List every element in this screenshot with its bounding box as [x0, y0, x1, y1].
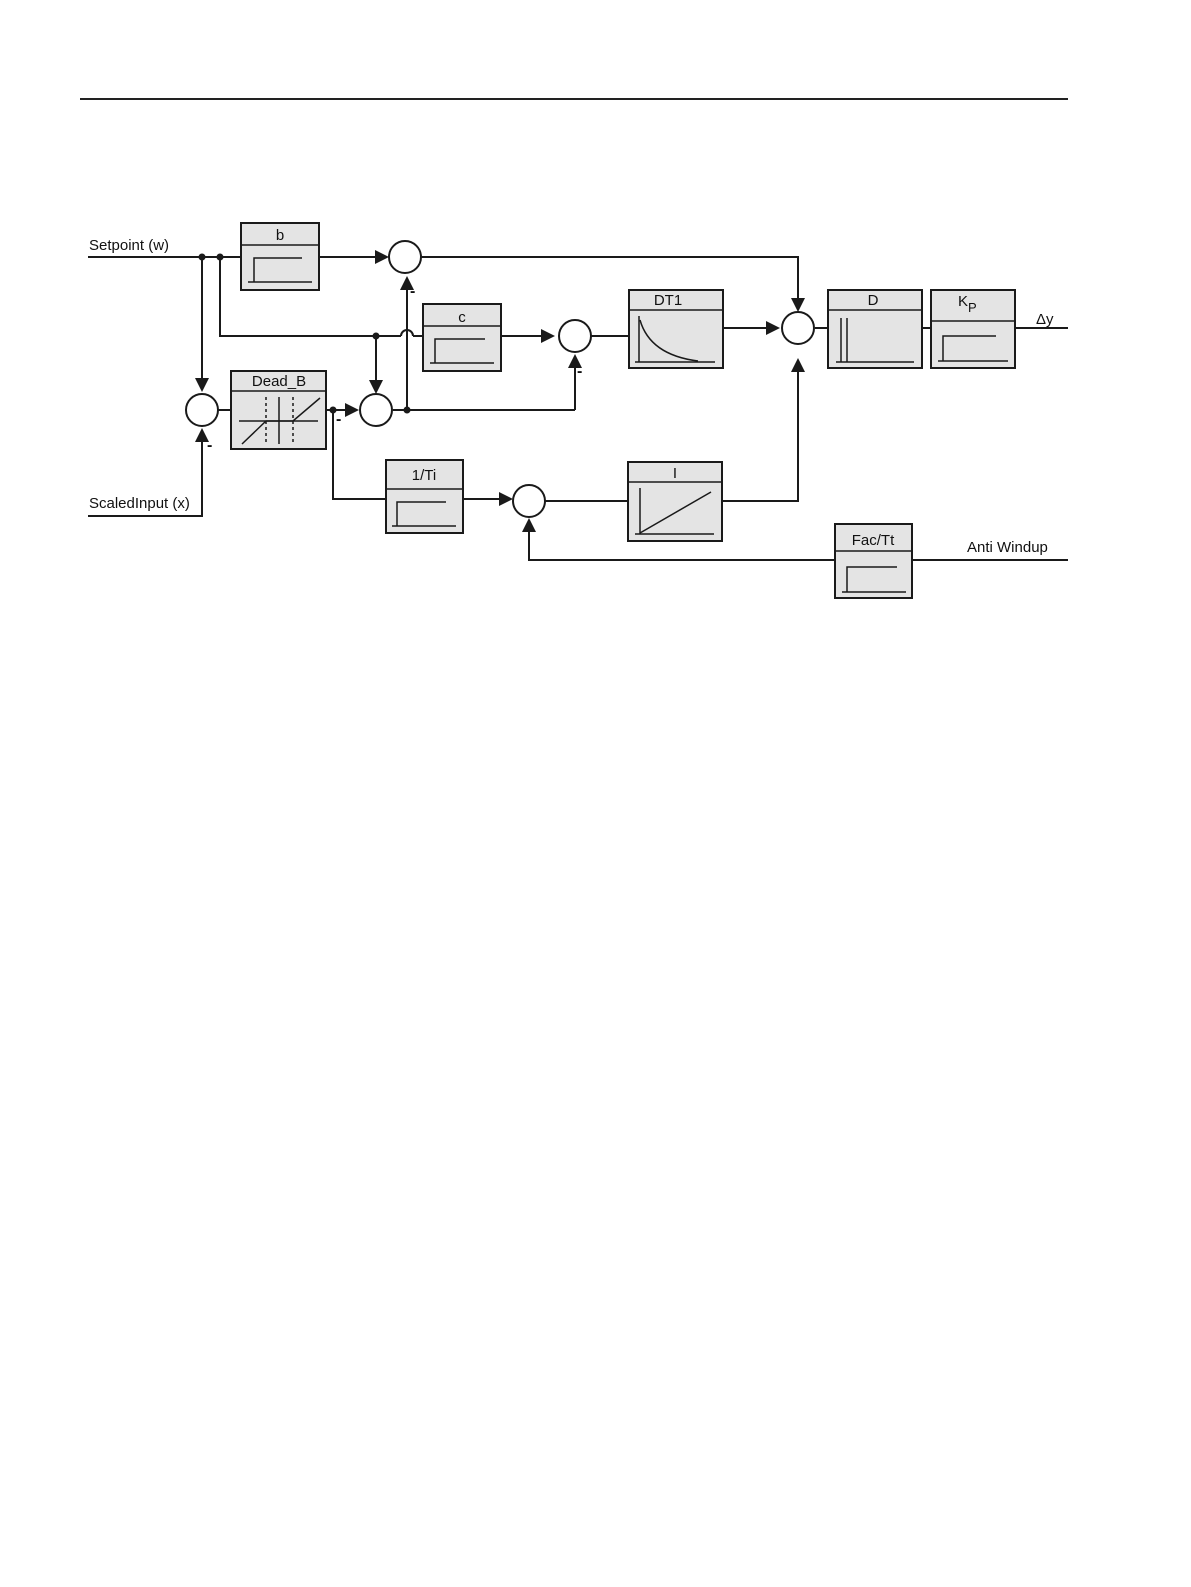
i-to-sum-line [722, 370, 798, 501]
sum-junction-main [782, 312, 814, 344]
arrow [791, 298, 805, 312]
minus-sign: - [207, 437, 212, 454]
minus-sign: - [410, 283, 415, 300]
block-b: b [241, 223, 319, 290]
block-kp: KP [931, 290, 1015, 368]
block-i-label: I [673, 465, 677, 482]
kp-subscript: P [968, 300, 977, 315]
kp-main: K [958, 293, 968, 310]
block-dt1-label: DT1 [654, 292, 682, 309]
block-one-over-ti: 1/Ti [386, 460, 463, 533]
block-fac-tt-label: Fac/Tt [852, 532, 895, 549]
scaled-input-label: ScaledInput (x) [89, 495, 190, 512]
sum-junction-1 [389, 241, 421, 273]
anti-windup-label: Anti Windup [967, 539, 1048, 556]
block-dt1: DT1 [629, 290, 723, 368]
pid-block-diagram: - - - - b c Dead_B [0, 0, 1191, 700]
setpoint-label: Setpoint (w) [89, 237, 169, 254]
minus-sign: - [577, 363, 582, 380]
arrow [345, 403, 359, 417]
minus-sign: - [336, 411, 341, 428]
block-d-label: D [868, 292, 879, 309]
sum-junction-2 [360, 394, 392, 426]
block-c-label: c [458, 309, 466, 326]
arrow [369, 380, 383, 394]
sum-junction-0 [186, 394, 218, 426]
arrow [791, 358, 805, 372]
p-path-line [421, 257, 798, 300]
sum-junction-3 [559, 320, 591, 352]
arrow [195, 378, 209, 392]
delta-y-label: Δy [1036, 311, 1054, 328]
block-dead-b-label: Dead_B [252, 373, 306, 390]
block-c: c [423, 304, 501, 371]
block-fac-tt: Fac/Tt [835, 524, 912, 598]
block-ti-label: 1/Ti [412, 467, 436, 484]
block-dead-b: Dead_B [231, 371, 326, 449]
arrow [499, 492, 513, 506]
block-d: D [828, 290, 922, 368]
junction-dot [404, 407, 411, 414]
block-i: I [628, 462, 722, 541]
sum-junction-4 [513, 485, 545, 517]
arrow [766, 321, 780, 335]
arrow [541, 329, 555, 343]
junction-dot [373, 333, 380, 340]
junction-dot [217, 254, 224, 261]
arrow [522, 518, 536, 532]
junction-dot [199, 254, 206, 261]
block-b-label: b [276, 227, 284, 244]
arrow [375, 250, 389, 264]
